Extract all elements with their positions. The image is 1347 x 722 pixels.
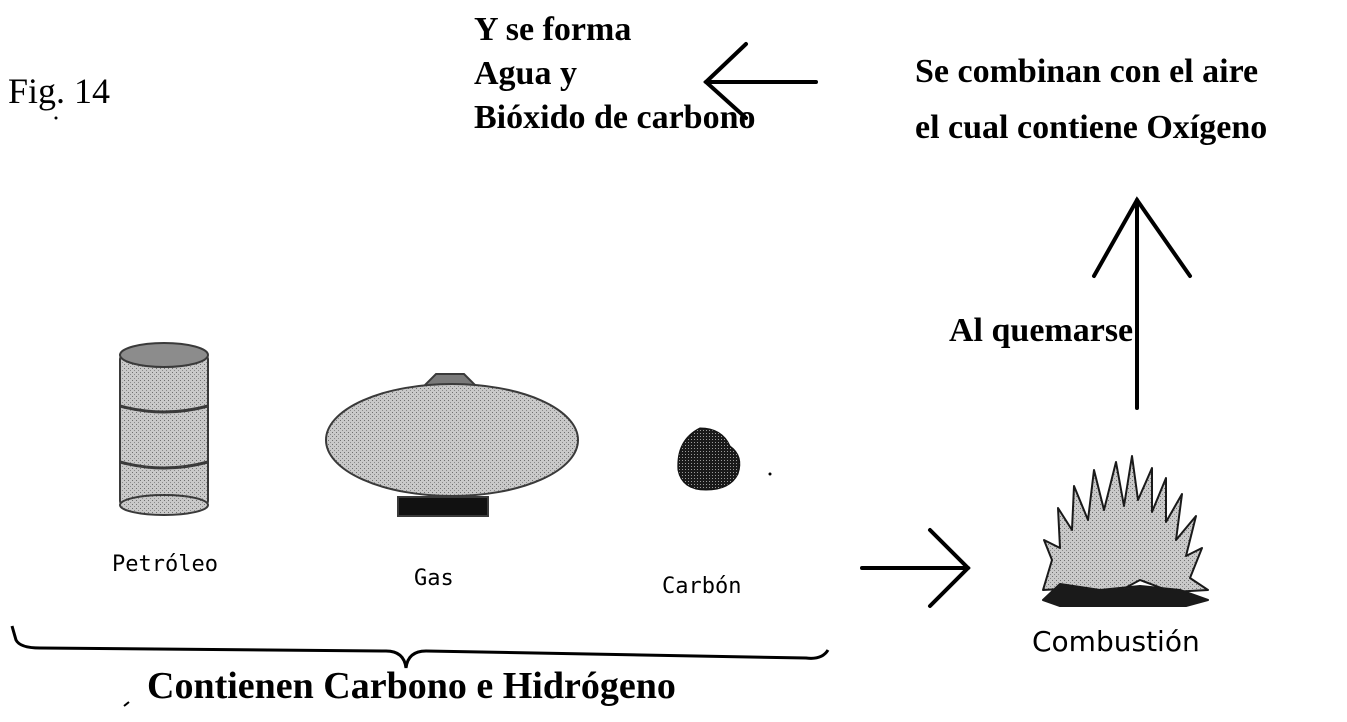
group-label: Contienen Carbono e Hidrógeno bbox=[147, 665, 676, 707]
result-line: Agua y bbox=[474, 55, 577, 92]
arrow-left-icon bbox=[703, 42, 818, 120]
result-text: Y se forma Agua y Bióxido de carbono bbox=[474, 8, 755, 140]
speck bbox=[768, 472, 772, 476]
arrow-up-icon bbox=[1092, 196, 1192, 410]
result-line: Bióxido de carbono bbox=[474, 99, 756, 136]
coal-lump-icon bbox=[677, 427, 741, 491]
combine-line: el cual contiene Oxígeno bbox=[915, 109, 1268, 146]
burn-label: Al quemarse bbox=[949, 312, 1134, 349]
result-line: Y se forma bbox=[474, 11, 632, 48]
oil-barrel-icon bbox=[119, 342, 209, 516]
combustion-label: Combustión bbox=[1032, 625, 1200, 658]
fuel-label-gas: Gas bbox=[414, 566, 454, 591]
speck bbox=[123, 701, 130, 707]
arrow-right-icon bbox=[860, 528, 971, 608]
fuel-label-carbon: Carbón bbox=[662, 574, 742, 599]
combine-line: Se combinan con el aire bbox=[915, 53, 1259, 90]
combine-text: Se combinan con el aire el cual contiene… bbox=[915, 44, 1267, 156]
speck bbox=[54, 116, 58, 120]
gas-tank-icon bbox=[325, 373, 579, 517]
grouping-brace bbox=[10, 625, 830, 669]
flame-icon bbox=[1042, 455, 1209, 607]
figure-label: Fig. 14 bbox=[8, 71, 111, 111]
fuel-label-petroleo: Petróleo bbox=[112, 552, 218, 577]
